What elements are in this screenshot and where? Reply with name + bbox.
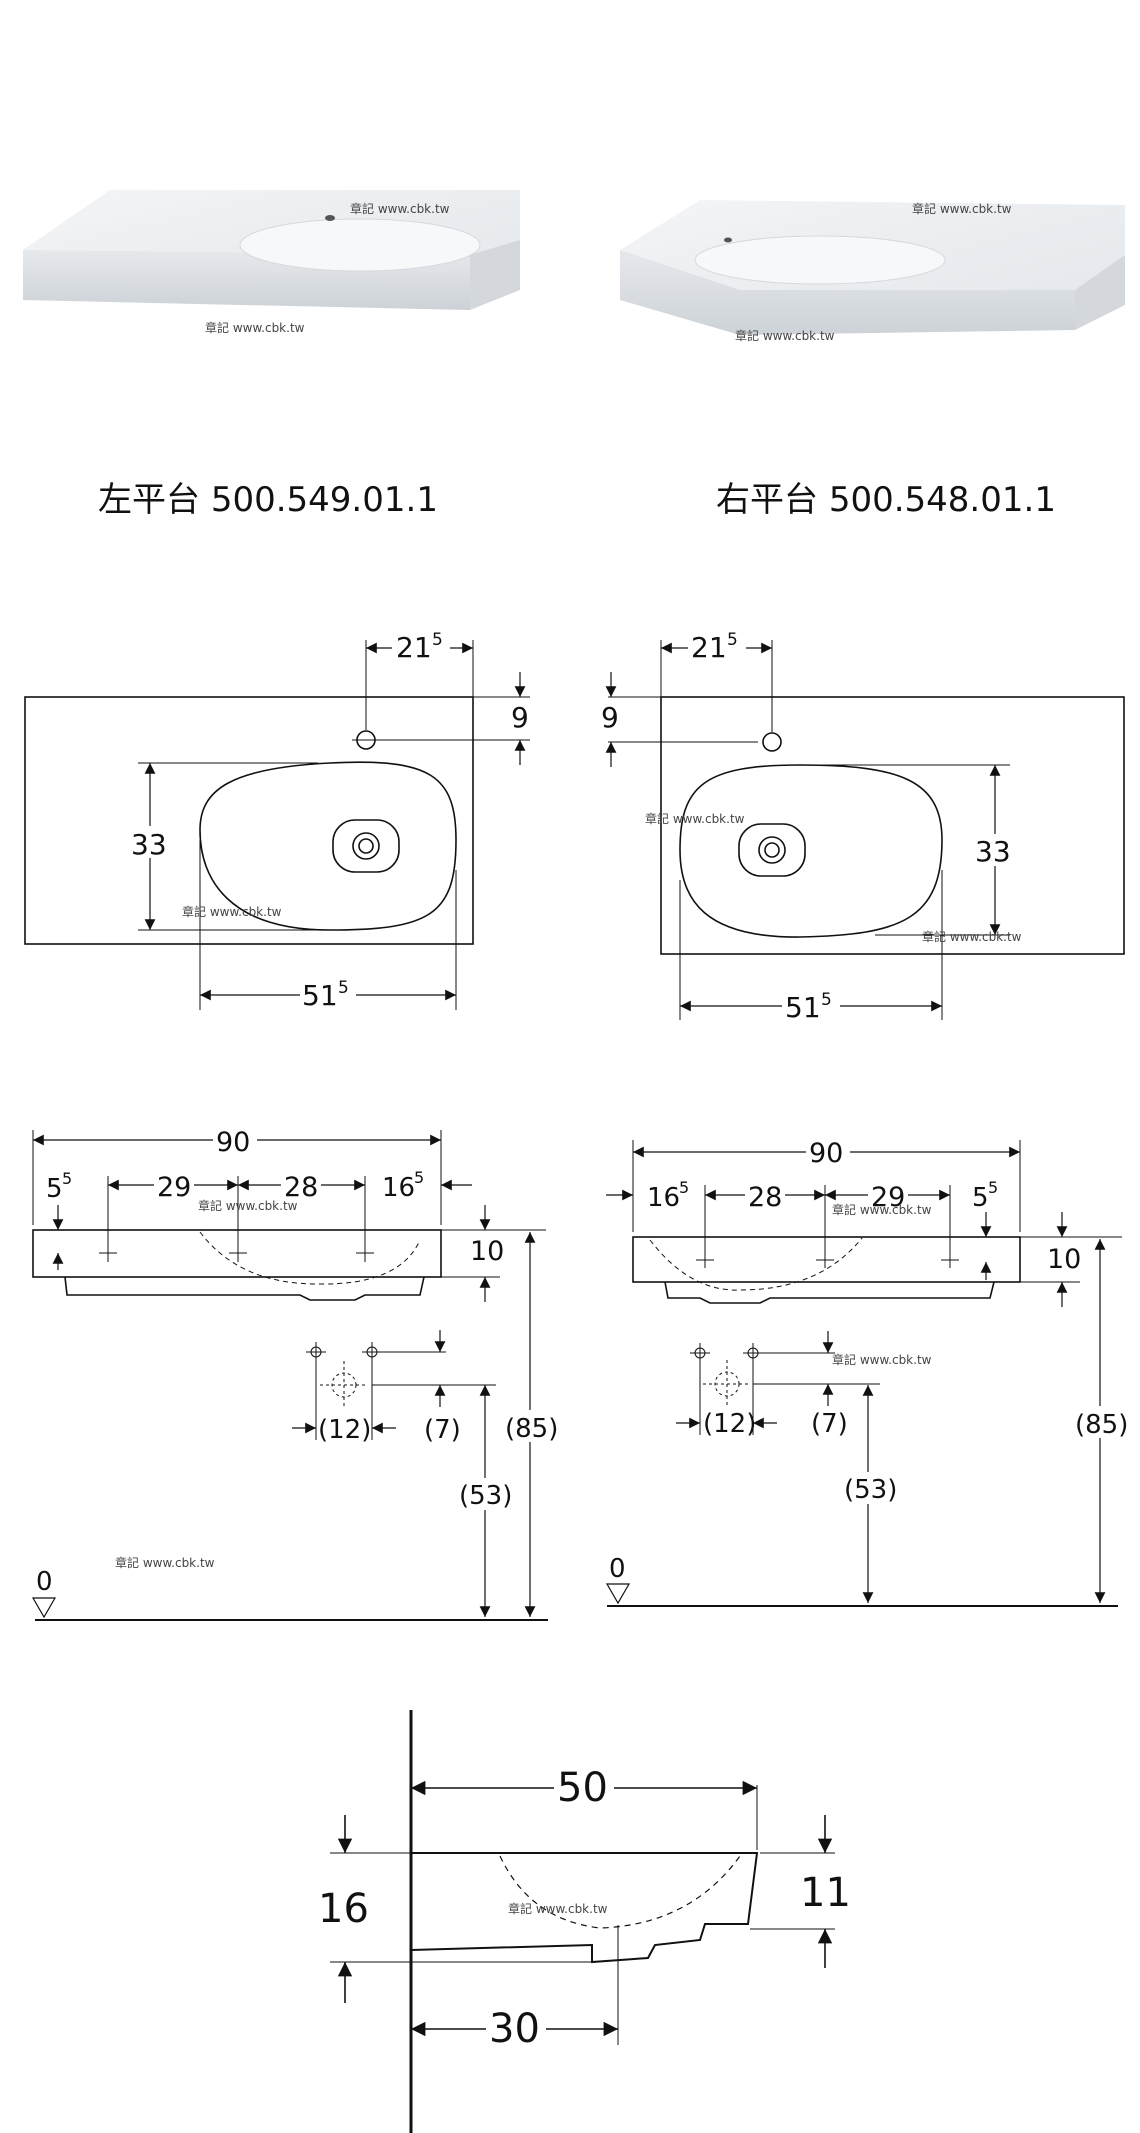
watermark: 章記 www.cbk.tw: [832, 1202, 932, 1217]
dim-height-right: 11: [800, 1870, 851, 1916]
dim-drain-width: (12): [703, 1409, 756, 1439]
dim-offset-d: 5: [972, 1183, 989, 1213]
top-view-left-labels: 21 5 9 33 51 5 章記 www.cbk.tw: [128, 630, 529, 1012]
dim-drain-width: (12): [318, 1415, 371, 1445]
floor-level: 0: [609, 1554, 626, 1584]
dim-bowl-width: 51: [302, 979, 338, 1012]
product-photo-right: [620, 200, 1125, 335]
dim-depth: 9: [601, 701, 619, 734]
dim-bowl-height: 33: [131, 828, 167, 861]
dim-offset-d-sup: 5: [988, 1178, 998, 1197]
dim-total-height: (85): [1075, 1410, 1128, 1440]
dim-width-sup: 5: [432, 630, 443, 650]
dim-total-height: (85): [505, 1414, 558, 1444]
dim-thickness: 10: [1047, 1244, 1081, 1275]
dim-spacing-b: 29: [157, 1172, 191, 1203]
dim-drain-offset: (7): [424, 1415, 461, 1445]
dim-width-sup: 5: [727, 630, 738, 650]
dim-spacing-b: 28: [748, 1182, 782, 1213]
watermark: 章記 www.cbk.tw: [832, 1352, 932, 1367]
dim-thickness: 10: [470, 1236, 504, 1267]
dim-drain-height: (53): [459, 1481, 512, 1511]
dim-width: 21: [396, 631, 432, 664]
side-view-labels: 50 16 11 30 章記 www.cbk.tw: [318, 1765, 851, 2052]
dim-offset-a: 16: [647, 1183, 680, 1213]
dim-depth: 50: [557, 1765, 608, 1811]
dim-height-left: 16: [318, 1886, 369, 1932]
dim-offset-a-sup: 5: [62, 1169, 72, 1188]
dim-bowl-width-sup: 5: [338, 978, 349, 998]
watermark: 章記 www.cbk.tw: [205, 320, 305, 335]
top-view-right: [605, 640, 1125, 1020]
dim-bowl-width-sup: 5: [821, 990, 832, 1010]
watermark: 章記 www.cbk.tw: [645, 811, 745, 826]
caption-right-model: 右平台 500.548.01.1: [716, 480, 1056, 520]
top-view-right-labels: 21 5 9 33 51 5 章記 www.cbk.tw 章記 www.cbk.…: [601, 630, 1022, 1024]
dim-offset-d-sup: 5: [414, 1168, 424, 1187]
dim-bowl-width: 51: [785, 991, 821, 1024]
dim-offset-a-sup: 5: [679, 1178, 689, 1197]
front-view-left-labels: 90 5 5 29 28 16 5 10 (85) (53) (12) (7) …: [36, 1125, 558, 1597]
dim-width: 21: [691, 631, 727, 664]
watermark: 章記 www.cbk.tw: [115, 1555, 215, 1570]
dim-depth: 9: [511, 701, 529, 734]
dim-total-width: 90: [809, 1138, 843, 1169]
floor-level: 0: [36, 1567, 53, 1597]
dim-offset-a: 5: [46, 1174, 63, 1204]
dim-drain-depth: 30: [489, 2006, 540, 2052]
front-view-left: [31, 1130, 548, 1621]
dim-total-width: 90: [216, 1127, 250, 1158]
watermark: 章記 www.cbk.tw: [922, 929, 1022, 944]
watermark: 章記 www.cbk.tw: [182, 904, 282, 919]
watermark: 章記 www.cbk.tw: [735, 328, 835, 343]
watermark: 章記 www.cbk.tw: [198, 1198, 298, 1213]
dim-drain-offset: (7): [811, 1409, 848, 1439]
top-view-left: [24, 640, 530, 1010]
dim-bowl-height: 33: [975, 835, 1011, 868]
watermark: 章記 www.cbk.tw: [508, 1901, 608, 1916]
caption-left-model: 左平台 500.549.01.1: [98, 480, 438, 520]
dim-spacing-c: 28: [284, 1172, 318, 1203]
watermark: 章記 www.cbk.tw: [350, 201, 450, 216]
watermark: 章記 www.cbk.tw: [912, 201, 1012, 216]
dim-offset-d: 16: [382, 1173, 415, 1203]
dim-spacing-c: 29: [871, 1182, 905, 1213]
front-view-right-labels: 90 16 5 28 29 5 5 10 (85) (53) (12) (7) …: [609, 1137, 1128, 1584]
dim-drain-height: (53): [844, 1475, 897, 1505]
product-photo-left: [23, 190, 520, 310]
